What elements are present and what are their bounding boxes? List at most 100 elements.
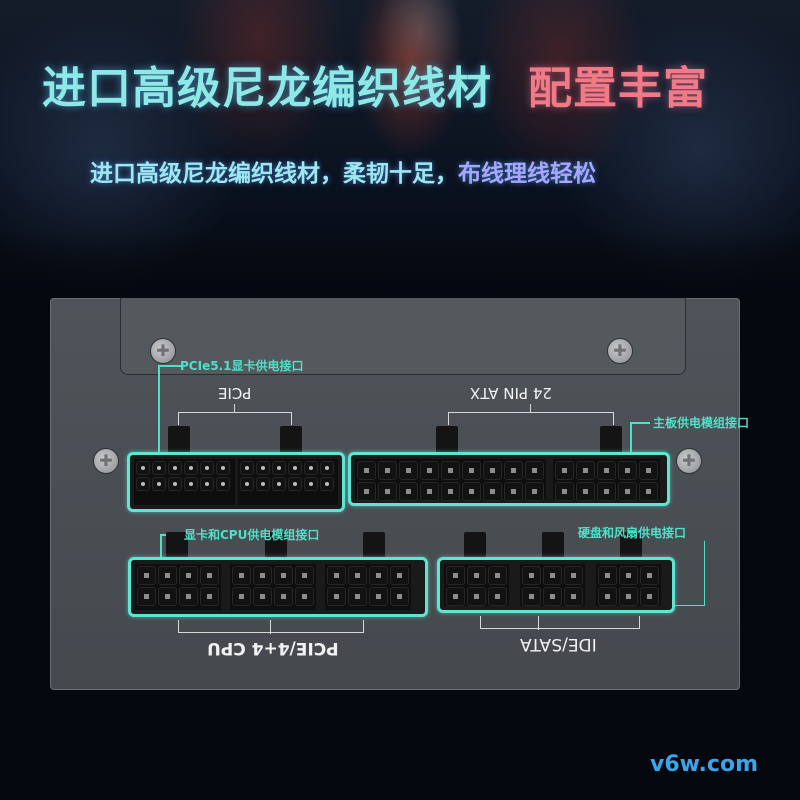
pin [158, 587, 177, 606]
pin [274, 566, 293, 585]
pin [168, 477, 182, 491]
pin [446, 566, 465, 585]
pin [152, 461, 166, 475]
latch [620, 532, 642, 558]
pin [619, 587, 638, 606]
pin [441, 461, 460, 480]
pin [232, 587, 251, 606]
pin [200, 566, 219, 585]
pin-block [520, 564, 585, 606]
pin [357, 482, 376, 501]
screw-icon [676, 448, 702, 474]
pin [274, 587, 293, 606]
screw-icon [93, 448, 119, 474]
pin [327, 587, 346, 606]
pin-block [325, 564, 411, 610]
label-pcie: PCIE [218, 384, 252, 402]
pin [137, 587, 156, 606]
pin [378, 482, 397, 501]
pin [239, 477, 254, 491]
pin [420, 461, 439, 480]
pin [232, 566, 251, 585]
pin [467, 587, 486, 606]
pin [446, 587, 465, 606]
pin [179, 587, 198, 606]
callout-gpu-cpu: 显卡和CPU供电模组接口 [184, 528, 320, 542]
pin [598, 587, 617, 606]
pcie-connector-port [127, 452, 345, 512]
label-atx24: 24 PIN ATX [470, 384, 552, 402]
pin [319, 461, 334, 475]
pin [136, 477, 150, 491]
pin-block [135, 564, 221, 610]
atx24-connector-port [348, 452, 670, 506]
pin [462, 461, 481, 480]
pin [618, 461, 637, 480]
latch [280, 426, 302, 452]
bracket-stem [530, 404, 531, 412]
screw-icon [607, 338, 633, 364]
pin-block [355, 459, 546, 501]
pin [295, 566, 314, 585]
bracket-stem [234, 404, 235, 412]
top-plate [120, 298, 686, 375]
pin [504, 461, 523, 480]
subtitle-primary: 进口高级尼龙编织线材，柔韧十足， [90, 161, 458, 187]
latch [166, 532, 188, 558]
pin [136, 461, 150, 475]
latch [464, 532, 486, 558]
pin [287, 477, 302, 491]
pin [216, 477, 230, 491]
pin [522, 566, 541, 585]
latch [168, 426, 190, 452]
pin [564, 587, 583, 606]
pin [200, 461, 214, 475]
pin [168, 461, 182, 475]
pin [488, 566, 507, 585]
pin [543, 587, 562, 606]
pin [369, 566, 388, 585]
pin [467, 566, 486, 585]
pin [597, 482, 616, 501]
pin [399, 461, 418, 480]
pin [137, 566, 156, 585]
pin [639, 461, 658, 480]
bracket-stem [270, 620, 271, 634]
pin-block [596, 564, 661, 606]
pin [287, 461, 302, 475]
bracket [480, 616, 640, 629]
pin [555, 482, 574, 501]
pin [525, 482, 544, 501]
callout-line [158, 365, 182, 459]
pin [564, 566, 583, 585]
page-subtitle: 进口高级尼龙编织线材，柔韧十足，布线理线轻松 [90, 154, 596, 188]
pin-block [444, 564, 509, 606]
pin [619, 566, 638, 585]
latch [542, 532, 564, 558]
background-fade [0, 230, 800, 310]
pin [253, 566, 272, 585]
pcie-cpu-connector-port [128, 557, 428, 617]
bracket [178, 412, 292, 425]
ide-sata-connector-port [437, 557, 675, 613]
pin [462, 482, 481, 501]
callout-line [674, 541, 705, 606]
pin [200, 477, 214, 491]
pin [390, 566, 409, 585]
pin [598, 566, 617, 585]
pin [255, 461, 270, 475]
pin [179, 566, 198, 585]
watermark: v6w.com [649, 752, 759, 777]
bracket [178, 620, 364, 633]
bracket [448, 412, 614, 425]
pin [543, 566, 562, 585]
pin [441, 482, 460, 501]
pin [303, 461, 318, 475]
pin [576, 461, 595, 480]
pin [399, 482, 418, 501]
pin [200, 587, 219, 606]
latch [436, 426, 458, 452]
pin [184, 461, 198, 475]
pin [369, 587, 388, 606]
pin [555, 461, 574, 480]
